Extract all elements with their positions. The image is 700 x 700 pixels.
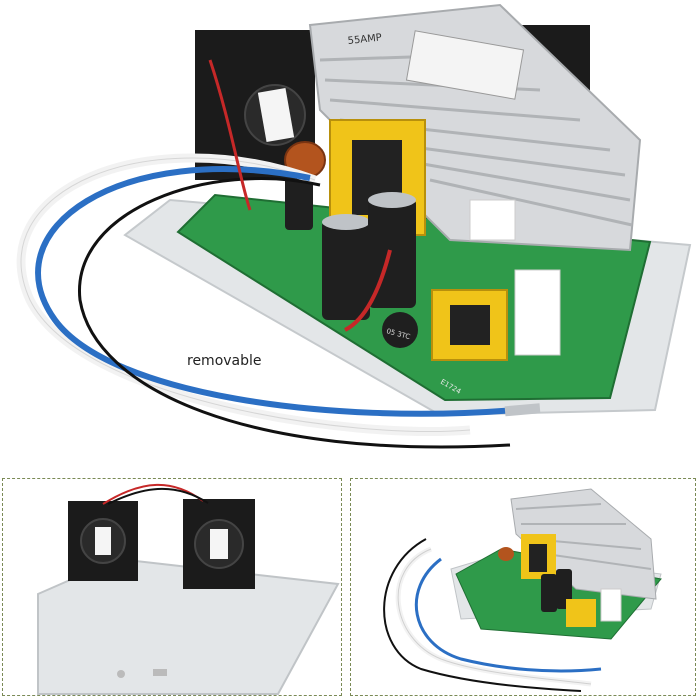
main-product-photo: 55AMP — [16, 3, 692, 449]
red-wire-2 — [344, 249, 392, 332]
removable-caption: removable — [187, 353, 262, 369]
heatsink — [308, 3, 642, 252]
blue-wire — [35, 166, 516, 417]
fan-label — [257, 87, 295, 143]
black-wire — [383, 538, 582, 692]
white-wire-outline — [20, 157, 471, 432]
wire-terminal — [504, 403, 541, 417]
capacitor — [541, 574, 557, 612]
white-relay-2 — [469, 199, 516, 241]
heatsink-marking: 55AMP — [347, 32, 382, 47]
blue-wire — [414, 557, 602, 673]
white-relay-1 — [514, 269, 561, 356]
black-wire — [78, 177, 511, 449]
white-wire-outline — [397, 548, 592, 685]
small-transformer — [566, 599, 596, 627]
black-wire — [107, 487, 209, 505]
capacitor-3 — [285, 175, 313, 230]
base-plate-illustration — [37, 483, 340, 695]
capacitor-1 — [322, 220, 370, 320]
toroid-inductor — [498, 547, 514, 561]
heatsink — [510, 488, 657, 600]
panel-empty-base-plate — [2, 478, 342, 696]
panel-assembled-board — [350, 478, 696, 696]
round-coil — [382, 312, 418, 348]
assembled-board-illustration — [383, 488, 662, 692]
converter-illustration: 55AMP — [16, 3, 692, 449]
red-wire — [208, 59, 252, 211]
